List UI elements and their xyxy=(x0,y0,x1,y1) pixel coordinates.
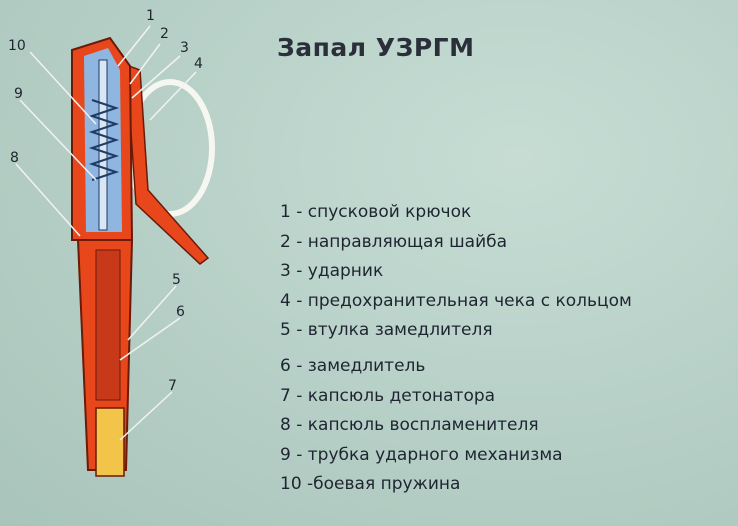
page-title: Запал УЗРГМ xyxy=(277,33,475,62)
legend-item: 3 - ударник xyxy=(280,261,384,282)
combat-spring xyxy=(88,99,120,181)
detonator-cap xyxy=(95,407,125,477)
callout-3: 3 xyxy=(180,40,189,56)
callout-2: 2 xyxy=(160,26,169,42)
callout-1: 1 xyxy=(146,8,155,24)
legend-item: 4 - предохранительная чека с кольцом xyxy=(280,290,632,311)
legend-item: 7 - капсюль детонатора xyxy=(280,385,496,406)
delay-sleeve xyxy=(95,249,121,401)
legend-item: 10 -боевая пружина xyxy=(280,474,461,495)
callout-9: 9 xyxy=(14,86,23,102)
callout-6: 6 xyxy=(176,304,185,320)
legend-item: 9 - трубка ударного механизма xyxy=(280,444,563,465)
leader-lines xyxy=(15,25,197,441)
callout-5: 5 xyxy=(172,272,181,288)
legend-item: 8 - капсюль воспламенителя xyxy=(280,415,539,436)
callout-8: 8 xyxy=(10,150,19,166)
legend-item: 2 - направляющая шайба xyxy=(280,231,508,252)
legend-item: 5 - втулка замедлителя xyxy=(280,320,493,341)
legend-item: 1 - спусковой крючок xyxy=(280,202,472,222)
parts-legend: 1 - спусковой крючок 2 - направляющая ша… xyxy=(280,198,632,494)
legend-item: 6 - замедлитель xyxy=(280,355,426,376)
callout-7: 7 xyxy=(168,378,177,394)
callout-4: 4 xyxy=(194,56,203,72)
callout-10: 10 xyxy=(8,38,26,54)
